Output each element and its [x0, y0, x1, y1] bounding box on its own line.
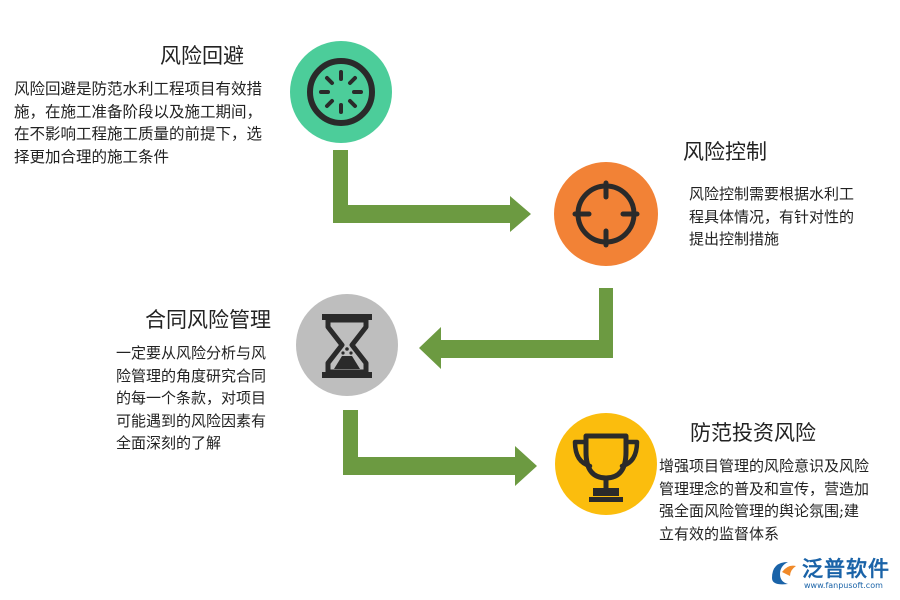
step-3-description: 一定要从风险分析与风险管理的角度研究合同的每一个条款，对项目可能遇到的风险因素有… — [116, 344, 267, 452]
step-1-node — [290, 41, 392, 143]
logo-url: www.fanpusoft.com — [804, 581, 883, 590]
step-4-title: 防范投资风险 — [690, 421, 816, 445]
step-4-node — [555, 413, 657, 515]
brand-logo: 泛普软件 www.fanpusoft.com — [768, 553, 894, 595]
loading-spinner-icon — [307, 58, 375, 126]
logo-name: 泛普软件 — [802, 557, 890, 581]
arrow-control-to-contract — [419, 288, 613, 369]
step-4-description: 增强项目管理的风险意识及风险管理理念的普及和宣传，营造加强全面风险管理的舆论氛围… — [659, 457, 870, 543]
step-3-title: 合同风险管理 — [145, 308, 271, 332]
step-3-node — [296, 294, 398, 396]
step-2-node — [554, 162, 658, 266]
step-2-title: 风险控制 — [683, 140, 767, 164]
hourglass-icon — [322, 314, 372, 378]
step-1-title: 风险回避 — [160, 44, 244, 68]
step-1-circle — [290, 41, 392, 143]
crosshair-target-icon — [572, 180, 640, 248]
trophy-icon — [572, 433, 640, 502]
step-2-circle — [554, 162, 658, 266]
step-3-circle — [296, 294, 398, 396]
arrow-avoid-to-control — [333, 150, 531, 232]
step-4-circle — [555, 413, 657, 515]
fanpu-logo-icon — [772, 562, 796, 585]
arrow-contract-to-investment — [343, 410, 537, 486]
step-1-description: 风险回避是防范水利工程项目有效措施，在施工准备阶段以及施工期间，在不影响工程施工… — [14, 80, 263, 166]
step-2-description: 风险控制需要根据水利工程具体情况，有针对性的提出控制措施 — [689, 185, 855, 248]
